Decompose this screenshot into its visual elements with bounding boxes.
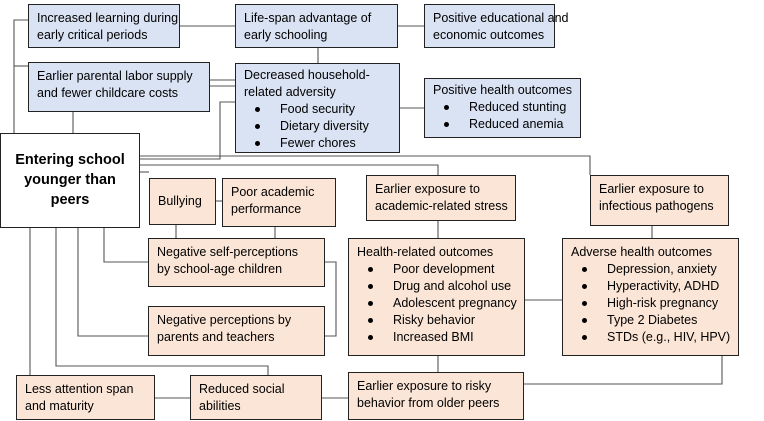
node-neg-self-line-1: Negative self-perceptions: [157, 245, 299, 259]
bullet-food-security: Food security: [244, 101, 391, 118]
bullet-hyperactivity-adhd: Hyperactivity, ADHD: [571, 278, 730, 295]
node-positive-edu-line-2: economic outcomes: [433, 28, 545, 42]
bullet-drug-alcohol-use: Drug and alcohol use: [357, 278, 516, 295]
node-reduced-social-line-2: abilities: [199, 399, 241, 413]
node-positive-edu-line-1: Positive educational and: [433, 11, 569, 25]
node-increased-learning: Increased learning during early critical…: [28, 4, 180, 48]
node-entering-school-younger: Entering school younger than peers: [0, 133, 140, 228]
node-adverse-health-bullets: Depression, anxiety Hyperactivity, ADHD …: [571, 261, 730, 346]
bullet-reduced-stunting: Reduced stunting: [433, 99, 572, 116]
connector-main-to-neg-perceptions: [77, 228, 148, 337]
node-adverse-health-outcomes: Adverse health outcomes Depression, anxi…: [562, 238, 739, 356]
node-less-attention-line-1: Less attention span: [25, 382, 134, 396]
node-positive-educational-outcomes: Positive educational and economic outcom…: [424, 4, 569, 48]
node-less-attention-line-2: and maturity: [25, 399, 94, 413]
bullet-depression-anxiety: Depression, anxiety: [571, 261, 730, 278]
bullet-dietary-diversity: Dietary diversity: [244, 118, 391, 135]
node-health-related-outcomes: Health-related outcomes Poor development…: [348, 238, 525, 356]
node-household-adversity: Decreased household- related adversity F…: [235, 63, 400, 153]
node-bullying: Bullying: [149, 178, 216, 225]
bullet-increased-bmi: Increased BMI: [357, 329, 516, 346]
node-parental-labor: Earlier parental labor supply and fewer …: [28, 62, 210, 112]
node-infectious-pathogens: Earlier exposure to infectious pathogens: [590, 175, 729, 226]
bullet-high-risk-pregnancy: High-risk pregnancy: [571, 295, 730, 312]
connector-main-to-household: [140, 101, 235, 160]
node-increased-learning-line-1: Increased learning during: [37, 11, 179, 25]
node-poor-academic-line-2: performance: [231, 202, 302, 216]
node-life-span-line-1: Life-span advantage of: [244, 11, 372, 25]
node-poor-academic-line-1: Poor academic: [231, 185, 315, 199]
node-parental-labor-line-2: and fewer childcare costs: [37, 86, 179, 100]
bullet-reduced-anemia: Reduced anemia: [433, 116, 572, 133]
bullet-fewer-chores: Fewer chores: [244, 135, 391, 152]
connector-main-to-academic-stress: [140, 164, 439, 175]
node-infectious-line-1: Earlier exposure to: [599, 182, 704, 196]
node-poor-academic-performance: Poor academic performance: [222, 178, 336, 227]
node-reduced-social-abilities: Reduced social abilities: [190, 375, 322, 420]
node-infectious-line-2: infectious pathogens: [599, 199, 714, 213]
connector-neg-self-to-health: [325, 261, 337, 337]
bullet-risky-behavior: Risky behavior: [357, 312, 516, 329]
bullet-stds: STDs (e.g., HIV, HPV): [571, 329, 730, 346]
node-academic-related-stress: Earlier exposure to academic-related str…: [366, 175, 516, 221]
node-neg-perceptions-line-1: Negative perceptions by: [157, 313, 292, 327]
connector-main-to-reduced-social: [55, 228, 269, 375]
node-risky-peers-line-2: behavior from older peers: [357, 396, 500, 410]
bullet-poor-development: Poor development: [357, 261, 516, 278]
node-risky-behavior-older-peers: Earlier exposure to risky behavior from …: [348, 372, 524, 420]
connector-main-to-neg-self: [103, 228, 148, 263]
node-household-bullets: Food security Dietary diversity Fewer ch…: [244, 101, 391, 152]
node-household-line-2: related adversity: [244, 85, 336, 99]
bullet-adolescent-pregnancy: Adolescent pregnancy: [357, 295, 517, 312]
node-reduced-social-line-1: Reduced social: [199, 382, 285, 396]
node-life-span-advantage: Life-span advantage of early schooling: [235, 4, 398, 48]
connector-trunk-left: [13, 19, 28, 133]
node-positive-health-bullets: Reduced stunting Reduced anemia: [433, 99, 572, 133]
node-academic-stress-line-2: academic-related stress: [375, 199, 508, 213]
connector-main-bus: [140, 155, 591, 175]
bullet-type-2-diabetes: Type 2 Diabetes: [571, 312, 730, 329]
node-life-span-line-2: early schooling: [244, 28, 328, 42]
node-positive-health-title: Positive health outcomes: [433, 83, 572, 97]
node-main-line-1: Entering school: [15, 152, 125, 168]
node-bullying-label: Bullying: [158, 194, 202, 208]
node-neg-perceptions-line-2: parents and teachers: [157, 330, 275, 344]
node-academic-stress-line-1: Earlier exposure to: [375, 182, 480, 196]
node-main-line-3: peers: [50, 192, 90, 208]
connector-adverse-to-risky: [524, 356, 723, 385]
node-neg-self-line-2: by school-age children: [157, 262, 283, 276]
node-health-related-title: Health-related outcomes: [357, 245, 494, 259]
node-main-line-2: younger than: [24, 172, 116, 188]
node-increased-learning-line-2: early critical periods: [37, 28, 148, 42]
node-adverse-health-title: Adverse health outcomes: [571, 245, 713, 259]
node-health-related-bullets: Poor development Drug and alcohol use Ad…: [357, 261, 517, 346]
node-less-attention-span: Less attention span and maturity: [16, 375, 155, 420]
node-parental-labor-line-1: Earlier parental labor supply: [37, 69, 193, 83]
node-risky-peers-line-1: Earlier exposure to risky: [357, 379, 492, 393]
node-negative-self-perceptions: Negative self-perceptions by school-age …: [148, 238, 325, 287]
node-positive-health-outcomes: Positive health outcomes Reduced stuntin…: [424, 78, 581, 138]
node-negative-perceptions-parents-teachers: Negative perceptions by parents and teac…: [148, 306, 325, 356]
node-household-line-1: Decreased household-: [244, 68, 370, 82]
